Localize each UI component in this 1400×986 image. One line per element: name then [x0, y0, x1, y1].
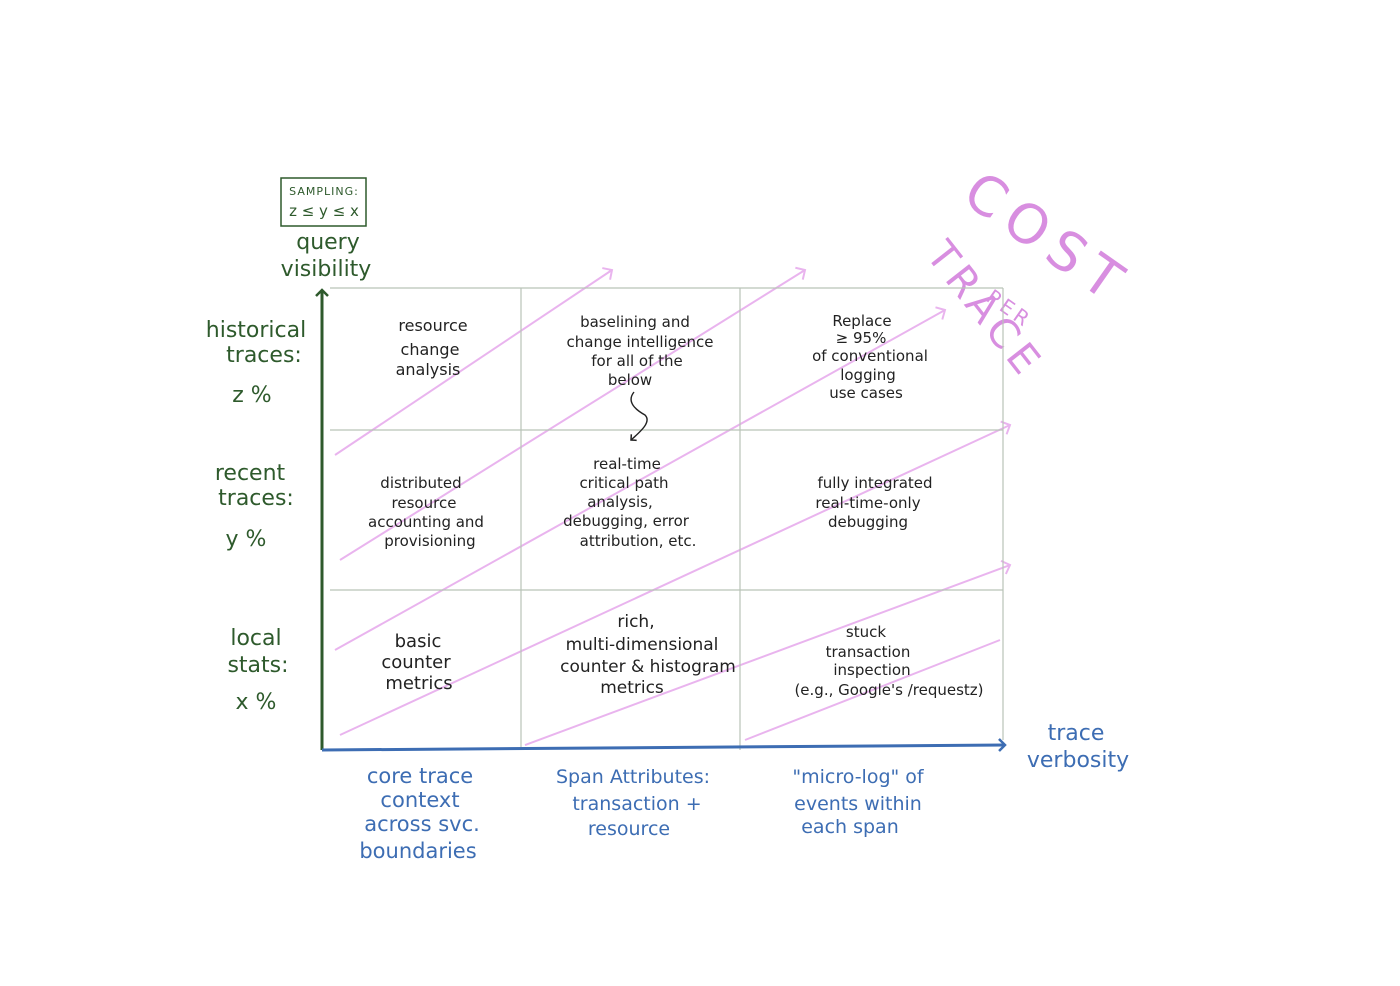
cell-recent-attributes: real-time critical path analysis, debugg…	[563, 455, 696, 550]
cell-text-line: for all of the	[591, 352, 683, 370]
cost-arrow	[339, 420, 1012, 736]
cell-text-line: (e.g., Google's /requestz)	[794, 681, 983, 699]
cell-text-line: counter & histogram	[560, 657, 736, 677]
cost-arrow	[334, 306, 947, 651]
row-label-local: stats:	[227, 653, 288, 678]
cell-text-line: counter	[381, 652, 451, 673]
cell-text-line: resource	[398, 316, 467, 335]
row-pct-x: x %	[236, 690, 277, 715]
cell-text-line: debugging	[828, 513, 908, 531]
cell-text-line: rich,	[617, 612, 654, 632]
cell-text-line: basic	[395, 631, 442, 652]
row-pct-y: y %	[226, 527, 267, 552]
cell-text-line: use cases	[829, 384, 903, 402]
sampling-formula: z ≤ y ≤ x	[289, 202, 359, 220]
cell-text-line: attribution, etc.	[580, 532, 697, 550]
cost-arrow	[339, 266, 807, 561]
cell-text-line: real-time-only	[815, 494, 920, 512]
column-label-core: across svc.	[364, 812, 480, 836]
row-label-local: local	[230, 626, 281, 651]
cell-historical-microlog: Replace ≥ 95% of conventional logging us…	[812, 312, 928, 402]
cell-text-line: of conventional	[812, 347, 928, 365]
cell-text-line: change	[401, 340, 460, 359]
cell-text-line: resource	[392, 494, 457, 512]
column-label-core: boundaries	[359, 839, 476, 863]
sampling-box: SAMPLING: z ≤ y ≤ x	[280, 177, 367, 227]
cell-text-line: fully integrated	[817, 474, 932, 492]
row-label-recent: traces:	[218, 486, 294, 511]
x-axis-title-line: trace	[1048, 721, 1105, 746]
x-column-labels: core trace context across svc. boundarie…	[359, 764, 925, 863]
row-label-recent: recent	[215, 461, 286, 486]
cell-text-line: Replace	[832, 312, 891, 330]
cell-recent-microlog: fully integrated real-time-only debuggin…	[815, 474, 932, 531]
y-axis-title-line: query	[296, 230, 360, 255]
cost-gradient-arrows	[334, 266, 1012, 746]
cell-local-attributes: rich, multi-dimensional counter & histog…	[560, 612, 736, 698]
cost-arrow	[744, 639, 1001, 741]
x-axis	[321, 738, 1007, 752]
column-label-microlog: "micro-log" of	[792, 766, 925, 788]
sampling-title: SAMPLING:	[289, 185, 359, 198]
cell-text-line: debugging, error	[563, 512, 690, 530]
column-label-attributes: resource	[588, 818, 670, 840]
cell-text-line: metrics	[600, 678, 664, 698]
cell-text-line: change intelligence	[567, 333, 714, 351]
grid	[330, 287, 1004, 750]
column-label-microlog: events within	[794, 793, 922, 815]
sampling-box-frame	[280, 177, 367, 227]
row-label-historical: historical	[206, 318, 306, 343]
cell-text-line: distributed	[380, 474, 461, 492]
cell-text-line: accounting and	[368, 513, 484, 531]
column-label-attributes: Span Attributes:	[556, 766, 710, 788]
cell-text-line: ≥ 95%	[836, 329, 887, 347]
cell-recent-core: distributed resource accounting and prov…	[368, 474, 484, 550]
cell-text-line: provisioning	[384, 532, 475, 550]
cell-text-line: metrics	[385, 673, 452, 694]
cell-text-line: transaction	[826, 643, 911, 661]
y-axis-title: query visibility	[281, 230, 372, 282]
column-label-microlog: each span	[801, 816, 899, 838]
y-axis-title-line: visibility	[281, 257, 372, 282]
cell-text-line: real-time	[593, 455, 661, 473]
cost-arrow	[524, 559, 1012, 746]
below-arrow	[630, 391, 648, 442]
cell-text-line: stuck	[846, 623, 886, 641]
row-label-historical: traces:	[226, 343, 302, 368]
column-label-core: core trace	[367, 764, 473, 788]
cell-text-line: logging	[840, 366, 896, 384]
x-axis-title-line: verbosity	[1027, 748, 1129, 773]
cell-local-core: basic counter metrics	[381, 631, 452, 694]
cell-historical-attributes: baselining and change intelligence for a…	[567, 313, 714, 389]
cell-text-line: baselining and	[580, 313, 690, 331]
x-axis-title: trace verbosity	[1027, 721, 1129, 773]
cell-historical-core: resource change analysis	[396, 316, 468, 379]
cell-local-microlog: stuck transaction inspection (e.g., Goog…	[794, 623, 983, 699]
cell-text-line: below	[608, 371, 652, 389]
cells: resource change analysis baselining and …	[368, 312, 984, 699]
cell-text-line: multi-dimensional	[566, 635, 719, 655]
cost-per-trace-label: COST PER TRACE	[917, 159, 1143, 388]
cell-text-line: inspection	[833, 661, 910, 679]
cell-text-line: analysis	[396, 360, 461, 379]
column-label-core: context	[380, 788, 459, 812]
y-row-labels: historical traces: z % recent traces: y …	[206, 318, 306, 715]
cell-text-line: critical path	[579, 474, 668, 492]
row-pct-z: z %	[232, 383, 271, 408]
cost-arrow	[334, 267, 614, 456]
cell-text-line: analysis,	[587, 493, 653, 511]
column-label-attributes: transaction +	[572, 793, 701, 815]
